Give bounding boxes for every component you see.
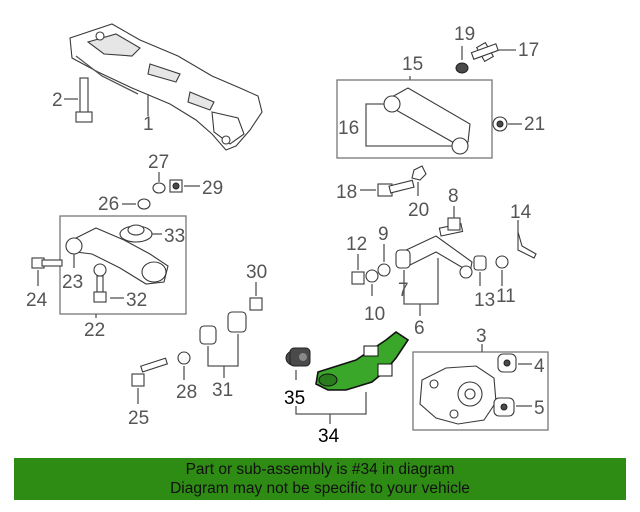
callout-18[interactable]: 18 bbox=[336, 182, 357, 203]
callout-29[interactable]: 29 bbox=[202, 178, 223, 199]
washer-part-10[interactable] bbox=[365, 269, 379, 283]
callout-28[interactable]: 28 bbox=[176, 382, 197, 403]
leader-16 bbox=[365, 103, 452, 147]
callout-7[interactable]: 7 bbox=[398, 280, 409, 301]
leader-34 bbox=[295, 392, 367, 424]
callout-32[interactable]: 32 bbox=[126, 290, 147, 311]
link-part-6[interactable] bbox=[395, 235, 473, 279]
callout-10[interactable]: 10 bbox=[364, 304, 385, 325]
callout-5[interactable]: 5 bbox=[534, 398, 545, 419]
bolt-part-18[interactable] bbox=[377, 179, 415, 197]
knuckle-part-3[interactable] bbox=[419, 365, 497, 425]
callout-15[interactable]: 15 bbox=[402, 54, 423, 75]
bolt-part-8[interactable] bbox=[438, 217, 464, 237]
callout-23[interactable]: 23 bbox=[62, 272, 83, 293]
nut-part-20[interactable] bbox=[411, 165, 427, 181]
cotter-pin-part-14[interactable] bbox=[517, 231, 537, 259]
washer-part-9[interactable] bbox=[377, 263, 391, 277]
washer-part-19[interactable] bbox=[455, 62, 469, 74]
callout-4[interactable]: 4 bbox=[534, 356, 545, 377]
nut-part-13[interactable] bbox=[473, 255, 487, 271]
group-box-15 bbox=[336, 79, 493, 159]
callout-9[interactable]: 9 bbox=[378, 224, 389, 245]
callout-21[interactable]: 21 bbox=[524, 114, 545, 135]
banner-line-1: Part or sub-assembly is #34 in diagram bbox=[185, 461, 455, 478]
lower-arm-part-22[interactable] bbox=[65, 227, 169, 285]
mount-part-33[interactable] bbox=[119, 224, 153, 243]
callout-2[interactable]: 2 bbox=[52, 90, 63, 111]
leader-31 bbox=[207, 334, 239, 378]
washer-part-27[interactable] bbox=[152, 182, 166, 194]
link-arm-part-15[interactable] bbox=[383, 87, 471, 155]
callout-30[interactable]: 30 bbox=[246, 262, 267, 283]
banner-line-2: Diagram may not be specific to your vehi… bbox=[170, 480, 470, 497]
callout-12[interactable]: 12 bbox=[346, 234, 367, 255]
bushing-part-31[interactable] bbox=[199, 311, 247, 345]
bushing-part-5[interactable] bbox=[493, 397, 515, 417]
washer-part-28[interactable] bbox=[177, 351, 191, 365]
callout-labels: 1234567891011121314151617181920212223242… bbox=[26, 24, 545, 447]
info-banner: Part or sub-assembly is #34 in diagram D… bbox=[14, 458, 626, 500]
nut-part-30[interactable] bbox=[249, 297, 263, 311]
nut-part-12[interactable] bbox=[351, 271, 365, 285]
callout-35[interactable]: 35 bbox=[284, 388, 305, 409]
bushing-part-35[interactable] bbox=[285, 347, 311, 367]
callout-31[interactable]: 31 bbox=[212, 380, 233, 401]
group-box-3 bbox=[412, 351, 549, 431]
callout-34[interactable]: 34 bbox=[318, 426, 340, 447]
callout-26[interactable]: 26 bbox=[98, 194, 119, 215]
bolt-part-25[interactable] bbox=[131, 357, 169, 387]
subframe-part-1[interactable] bbox=[69, 23, 263, 151]
stabilizer-link-part-32[interactable] bbox=[93, 263, 107, 303]
callout-8[interactable]: 8 bbox=[448, 186, 459, 207]
callout-14[interactable]: 14 bbox=[510, 202, 532, 223]
callout-24[interactable]: 24 bbox=[26, 290, 48, 311]
washer-part-26[interactable] bbox=[137, 198, 151, 210]
nut-part-29[interactable] bbox=[169, 179, 183, 193]
callout-11[interactable]: 11 bbox=[496, 286, 516, 307]
callout-17[interactable]: 17 bbox=[518, 40, 539, 61]
bolt-part-24[interactable] bbox=[31, 257, 63, 269]
callout-27[interactable]: 27 bbox=[148, 152, 169, 173]
bushing-part-4[interactable] bbox=[497, 353, 517, 373]
callout-33[interactable]: 33 bbox=[164, 226, 185, 247]
callout-3[interactable]: 3 bbox=[476, 326, 487, 347]
callout-25[interactable]: 25 bbox=[128, 408, 149, 429]
callout-6[interactable]: 6 bbox=[414, 318, 425, 339]
bolt-part-2[interactable] bbox=[75, 77, 93, 123]
washer-part-11[interactable] bbox=[495, 255, 509, 269]
trailing-arm-part-34[interactable] bbox=[315, 331, 410, 391]
callout-16[interactable]: 16 bbox=[338, 118, 359, 139]
callout-1[interactable]: 1 bbox=[143, 114, 154, 135]
bolt-part-17[interactable] bbox=[470, 41, 499, 63]
callout-19[interactable]: 19 bbox=[454, 24, 475, 45]
bushing-part-21[interactable] bbox=[492, 116, 508, 132]
leader-6-7 bbox=[403, 258, 439, 316]
callout-13[interactable]: 13 bbox=[474, 290, 495, 311]
callout-20[interactable]: 20 bbox=[408, 200, 429, 221]
callout-22[interactable]: 22 bbox=[84, 320, 105, 341]
